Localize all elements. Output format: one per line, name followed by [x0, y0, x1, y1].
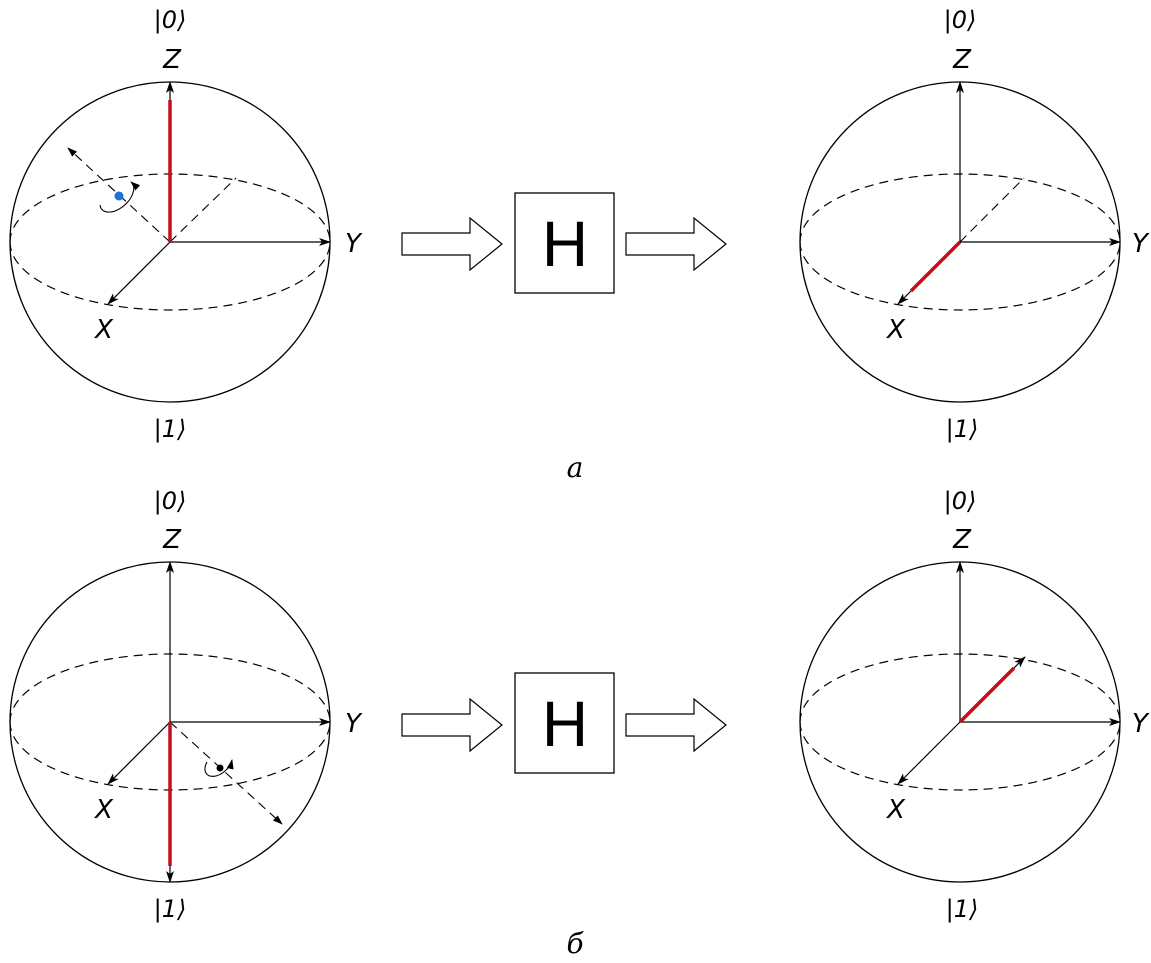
- ket0-label: |0⟩: [944, 487, 977, 515]
- ket1-label: |1⟩: [154, 895, 187, 923]
- z-label: Z: [162, 525, 182, 555]
- hadamard-gate-a: H: [514, 192, 615, 294]
- negative-x-axis: [959, 177, 1025, 243]
- z-label: Z: [162, 45, 182, 75]
- rotation-axis: [169, 721, 283, 825]
- x-label: X: [885, 315, 906, 345]
- x-axis: [897, 290, 912, 305]
- rotation-axis: [67, 147, 171, 243]
- x-label: X: [93, 795, 114, 825]
- equator-front: [799, 721, 1121, 791]
- ket1-label: |1⟩: [946, 415, 979, 443]
- state-vector: [958, 666, 1016, 724]
- x-label: X: [885, 795, 906, 825]
- bloch-sphere-output-b: |0⟩ Z Y X |1⟩: [799, 487, 1150, 923]
- hadamard-gate-b: H: [514, 672, 615, 774]
- y-label: Y: [345, 709, 363, 739]
- gate-label: H: [542, 688, 588, 760]
- ket1-label: |1⟩: [946, 895, 979, 923]
- z-label: Z: [952, 45, 972, 75]
- gate-label: H: [542, 208, 588, 280]
- y-label: Y: [1132, 709, 1150, 739]
- ket0-label: |0⟩: [154, 487, 187, 515]
- negative-x-axis: [169, 177, 237, 243]
- bloch-sphere-output-a: |0⟩ Z Y X |1⟩: [799, 6, 1150, 443]
- flow-arrow-out: [625, 697, 727, 753]
- rotation-point: [216, 764, 224, 772]
- x-axis: [897, 721, 961, 785]
- x-axis: [107, 241, 171, 305]
- ket1-label: |1⟩: [154, 415, 187, 443]
- bloch-sphere-input-b: |0⟩ Z Y X |1⟩: [9, 487, 363, 923]
- ket0-label: |0⟩: [944, 6, 977, 34]
- panel-b: |0⟩ Z Y X |1⟩ H |0⟩ Z Y X: [9, 487, 1150, 960]
- flow-arrow-out: [625, 216, 727, 272]
- x-axis: [107, 721, 171, 785]
- flow-arrow-in: [401, 697, 503, 753]
- rotation-arc-icon: [204, 759, 234, 777]
- panel-caption-a: а: [567, 451, 584, 484]
- state-vector: [909, 240, 962, 293]
- equator-front: [799, 241, 1121, 311]
- y-label: Y: [345, 229, 363, 259]
- x-label: X: [93, 315, 114, 345]
- ket0-label: |0⟩: [154, 6, 187, 34]
- z-label: Z: [952, 525, 972, 555]
- bloch-sphere-input-a: |0⟩ Z Y X |1⟩: [9, 6, 363, 443]
- negative-x-axis: [1013, 656, 1026, 669]
- flow-arrow-in: [401, 216, 503, 272]
- equator-front: [9, 241, 331, 311]
- panel-caption-b: б: [566, 927, 584, 960]
- rotation-point: [114, 191, 124, 201]
- y-label: Y: [1132, 229, 1150, 259]
- rotation-arc-icon: [99, 181, 141, 213]
- panel-a: |0⟩ Z Y X |1⟩ H |0⟩ Z Y X: [9, 6, 1150, 484]
